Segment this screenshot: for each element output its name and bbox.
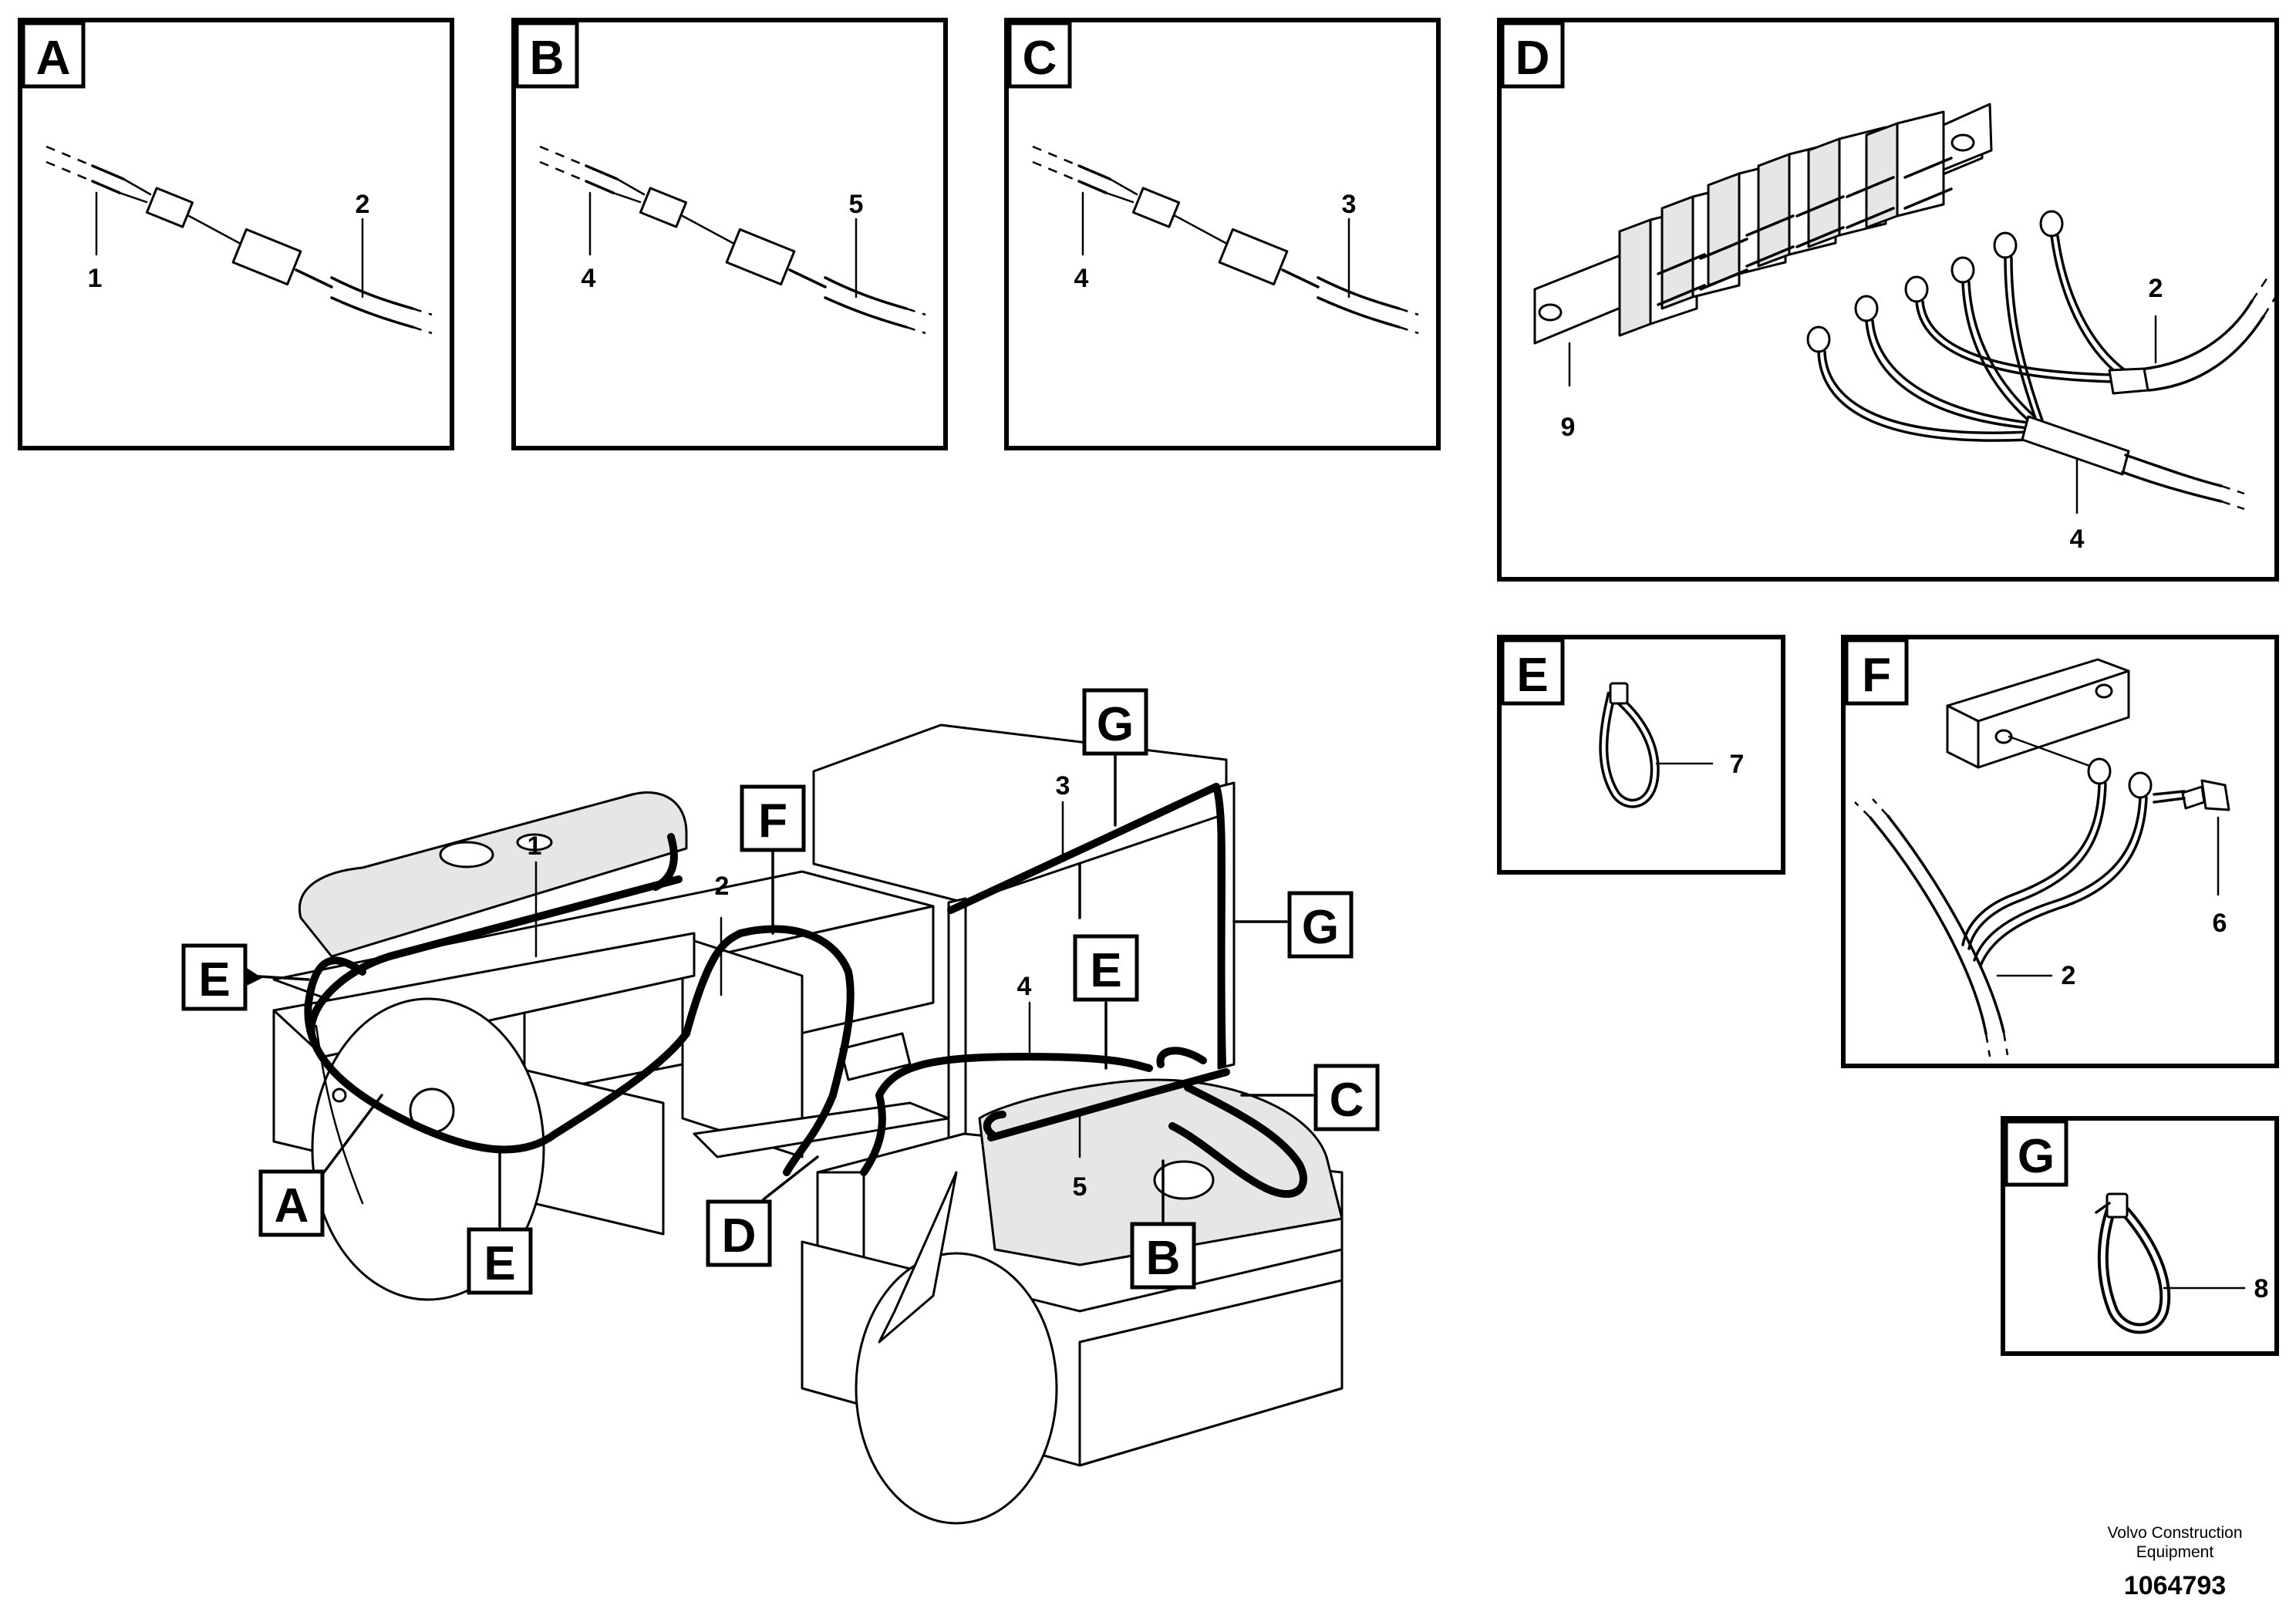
detail-c-tag: C (1023, 32, 1057, 85)
detail-d-tag: D (1515, 32, 1550, 85)
company-credit: Volvo Construction Equipment (2107, 1524, 2243, 1561)
detail-d-label-2: 2 (2149, 274, 2163, 303)
detail-d-label-4: 4 (2070, 524, 2085, 554)
detail-b-connector (539, 145, 926, 335)
cable-tie-8 (2095, 1192, 2171, 1334)
main-part-3: 3 (1056, 771, 1070, 801)
detail-g-tag: G (2018, 1130, 2055, 1183)
main-part-1: 1 (528, 831, 542, 861)
detail-g-panel: G 8 (2001, 1116, 2279, 1356)
callout-d: D (722, 1209, 757, 1263)
callout-e-bottom: E (484, 1237, 515, 1290)
detail-b-label-4: 4 (582, 264, 596, 293)
ground-wires (1854, 757, 2153, 1057)
main-part-4: 4 (1017, 972, 1032, 1001)
detail-c-label-4: 4 (1074, 264, 1089, 293)
callout-g-top: G (1097, 698, 1134, 751)
main-part-2: 2 (715, 872, 730, 901)
bolt-6 (2153, 779, 2230, 811)
callout-e-left: E (198, 953, 230, 1007)
ring-terminals (1806, 210, 2064, 353)
detail-e-panel: E 7 (1497, 635, 1785, 875)
detail-d-label-9: 9 (1561, 413, 1576, 442)
detail-f-tag: F (1862, 649, 1891, 702)
main-callouts: G F E E G C A E D B (181, 688, 1380, 1295)
detail-a-connector (46, 145, 433, 335)
callout-f: F (758, 794, 787, 848)
callout-b: B (1146, 1232, 1181, 1285)
detail-f-label-6: 6 (2213, 909, 2227, 938)
detail-e-label-7: 7 (1730, 750, 1745, 779)
roller-machine (272, 723, 1344, 1525)
detail-e-tag: E (1516, 649, 1548, 702)
ground-block (1946, 658, 2130, 769)
detail-f-label-2: 2 (2062, 961, 2076, 990)
callout-a: A (275, 1179, 309, 1233)
detail-a-tag: A (36, 32, 71, 85)
detail-g-label-8: 8 (2254, 1274, 2269, 1303)
detail-a-panel: A 1 2 (18, 18, 454, 450)
detail-d-panel: D (1497, 18, 2281, 582)
fuse-block (1533, 103, 1993, 345)
main-harness (304, 783, 1307, 1199)
detail-a-label-2: 2 (356, 190, 370, 219)
callout-g-right: G (1302, 901, 1339, 954)
harness-wires (1817, 234, 2281, 511)
detail-c-connector (1032, 145, 1419, 335)
callout-c: C (1330, 1074, 1364, 1127)
detail-c-panel: C 4 3 (1004, 18, 1441, 450)
detail-b-label-5: 5 (849, 190, 864, 219)
detail-b-tag: B (530, 32, 565, 85)
detail-f-panel: F 6 2 (1841, 635, 2279, 1068)
detail-c-label-3: 3 (1342, 190, 1357, 219)
image-id: 1064793 (2123, 1571, 2227, 1600)
main-part-5: 5 (1073, 1172, 1087, 1202)
detail-b-panel: B 4 5 (511, 18, 948, 450)
cable-tie-7 (1599, 682, 1660, 808)
callout-e-middle: E (1090, 944, 1121, 997)
detail-a-label-1: 1 (88, 264, 103, 293)
